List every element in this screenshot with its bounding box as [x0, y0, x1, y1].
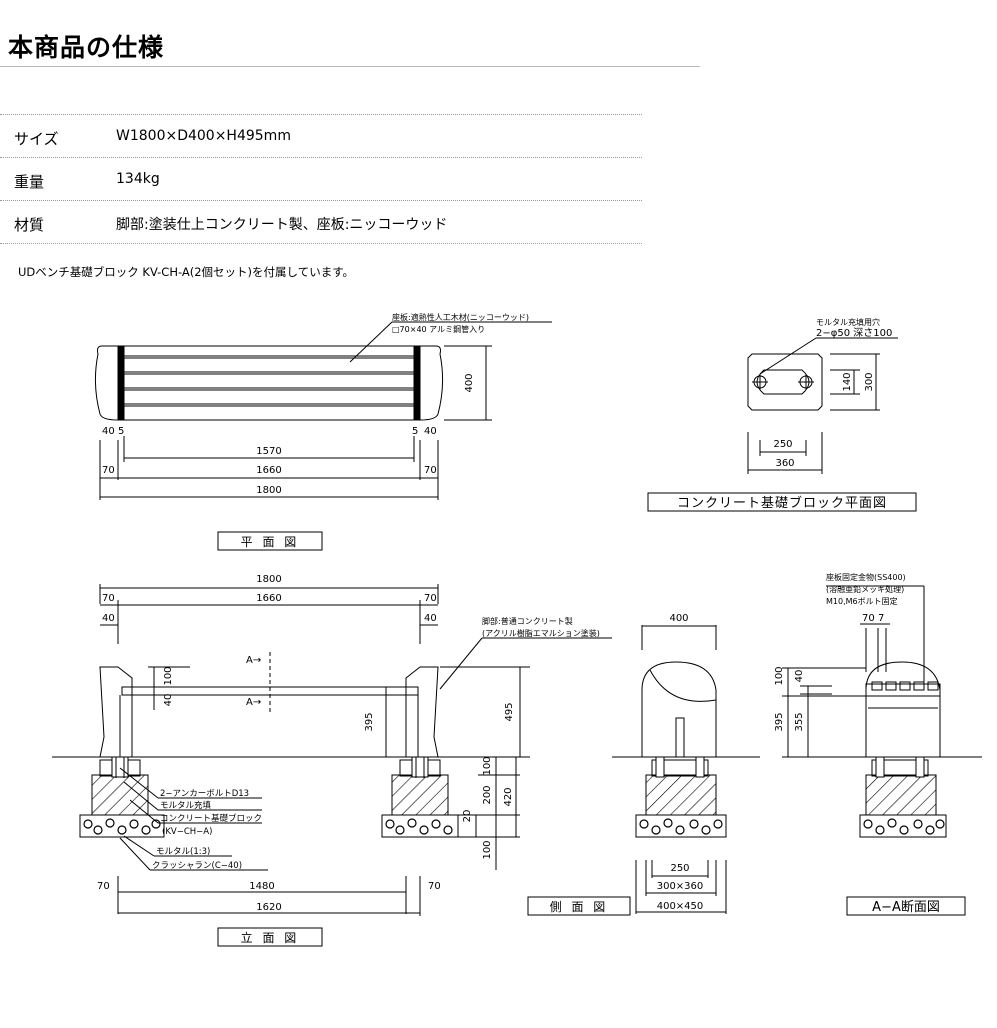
side-dim-300x360: 300×360	[657, 881, 704, 892]
plan-dim-1570: 1570	[256, 446, 281, 457]
elev-dim-100: 100	[163, 666, 174, 685]
crusher-run-label: クラッシャラン(C−40)	[152, 861, 242, 871]
block-dim-140: 140	[842, 372, 853, 391]
elev-dim-40-left: 40	[102, 613, 115, 624]
section-leader-label-1: 座板固定金物(SS400)	[826, 572, 906, 582]
elev-dim-1800: 1800	[256, 574, 281, 585]
accessory-note: UDベンチ基礎ブロック KV-CH-A(2個セット)を付属しています。	[18, 265, 355, 279]
section-dim-395: 395	[774, 712, 785, 731]
page-title: 本商品の仕様	[8, 33, 165, 62]
spec-label: 材質	[14, 216, 45, 234]
section-dim-355: 355	[794, 712, 805, 731]
elev-dim-70-bottom-left: 70	[97, 881, 110, 892]
elev-dim-495: 495	[504, 702, 515, 721]
elev-dim-100-b: 100	[482, 756, 493, 775]
spec-value: 134kg	[116, 171, 160, 187]
elev-dim-1620: 1620	[256, 902, 281, 913]
elev-dim-100-c: 100	[482, 840, 493, 859]
block-dim-360: 360	[775, 458, 794, 469]
plan-dim-1800: 1800	[256, 485, 281, 496]
mortar-fill-label: モルタル充填	[160, 800, 212, 811]
spec-label: 重量	[14, 173, 45, 191]
spec-row-size: サイズ W1800×D400×H495mm	[0, 114, 642, 157]
anchor-bolt-label: 2−アンカーボルトD13	[160, 789, 249, 799]
plan-title: 平 面 図	[241, 535, 300, 549]
side-dim-400: 400	[669, 613, 688, 624]
elev-dim-40-right: 40	[424, 613, 437, 624]
plan-dim-5-left: 5	[118, 426, 124, 437]
section-leader-label-3: M10,M6ボルト固定	[826, 596, 898, 606]
spec-row-material: 材質 脚部:塗装仕上コンクリート製、座板:ニッコーウッド	[0, 200, 642, 244]
section-mark-bottom: A→	[246, 697, 261, 708]
leg-leader-label-2: (アクリル樹脂エマルション塗装)	[482, 628, 600, 638]
elev-dim-40: 40	[163, 694, 174, 707]
mortar-label: モルタル(1:3)	[156, 847, 210, 857]
side-view	[527, 625, 760, 916]
spec-label: サイズ	[14, 130, 59, 148]
section-leader-label-2: (溶融亜鉛メッキ処理)	[826, 584, 904, 594]
block-plan-title: コンクリート基礎ブロック平面図	[677, 495, 887, 511]
plan-dim-5-right: 5	[412, 426, 418, 437]
spec-value: W1800×D400×H495mm	[116, 128, 291, 144]
plan-leader-label-1: 座板:適熱性人工木材(ニッコーウッド)	[392, 312, 529, 322]
elev-dim-1480: 1480	[249, 881, 274, 892]
side-dim-250: 250	[670, 863, 689, 874]
side-title: 側 面 図	[550, 900, 609, 914]
plan-view	[94, 321, 552, 551]
elevation-view	[52, 584, 612, 947]
elev-dim-70-right: 70	[424, 593, 437, 604]
plan-dim-400: 400	[464, 373, 475, 392]
title-divider	[0, 66, 700, 67]
elev-dim-20: 20	[462, 810, 473, 823]
spec-table: サイズ W1800×D400×H495mm 重量 134kg 材質 脚部:塗装仕…	[0, 114, 642, 244]
elev-dim-395: 395	[364, 712, 375, 731]
block-code-label: (KV−CH−A)	[162, 827, 212, 837]
plan-dim-40-right: 40	[424, 426, 437, 437]
section-title: A−A断面図	[872, 900, 940, 915]
elev-dim-1660: 1660	[256, 593, 281, 604]
section-dim-70: 70	[862, 613, 875, 624]
section-dim-100: 100	[774, 666, 785, 685]
block-dim-300: 300	[864, 372, 875, 391]
plan-dim-70-right: 70	[424, 465, 437, 476]
elev-dim-70-bottom-right: 70	[428, 881, 441, 892]
elev-dim-200: 200	[482, 785, 493, 804]
block-leader-label-1: モルタル充填用穴	[816, 317, 880, 327]
block-dim-250: 250	[773, 439, 792, 450]
plan-leader-label-2: □70×40 アルミ鋼管入り	[392, 324, 485, 334]
section-mark-top: A→	[246, 655, 261, 666]
leg-leader-label-1: 脚部:普通コンクリート製	[482, 616, 573, 626]
section-dim-7: 7	[878, 613, 884, 624]
section-dim-40: 40	[794, 670, 805, 683]
elev-dim-70-left: 70	[102, 593, 115, 604]
block-plan-view	[647, 337, 917, 512]
plan-dim-70-left: 70	[102, 465, 115, 476]
plan-dim-40-left: 40	[102, 426, 115, 437]
side-dim-400x450: 400×450	[657, 901, 704, 912]
block-leader-label-2: 2−φ50 深さ100	[816, 327, 892, 339]
elevation-title: 立 面 図	[241, 930, 300, 945]
plan-dim-1660: 1660	[256, 465, 281, 476]
spec-row-weight: 重量 134kg	[0, 157, 642, 200]
section-view	[782, 585, 982, 916]
spec-value: 脚部:塗装仕上コンクリート製、座板:ニッコーウッド	[116, 217, 448, 233]
block-label: コンクリート基礎ブロック	[160, 813, 262, 824]
elev-dim-420: 420	[503, 787, 514, 806]
